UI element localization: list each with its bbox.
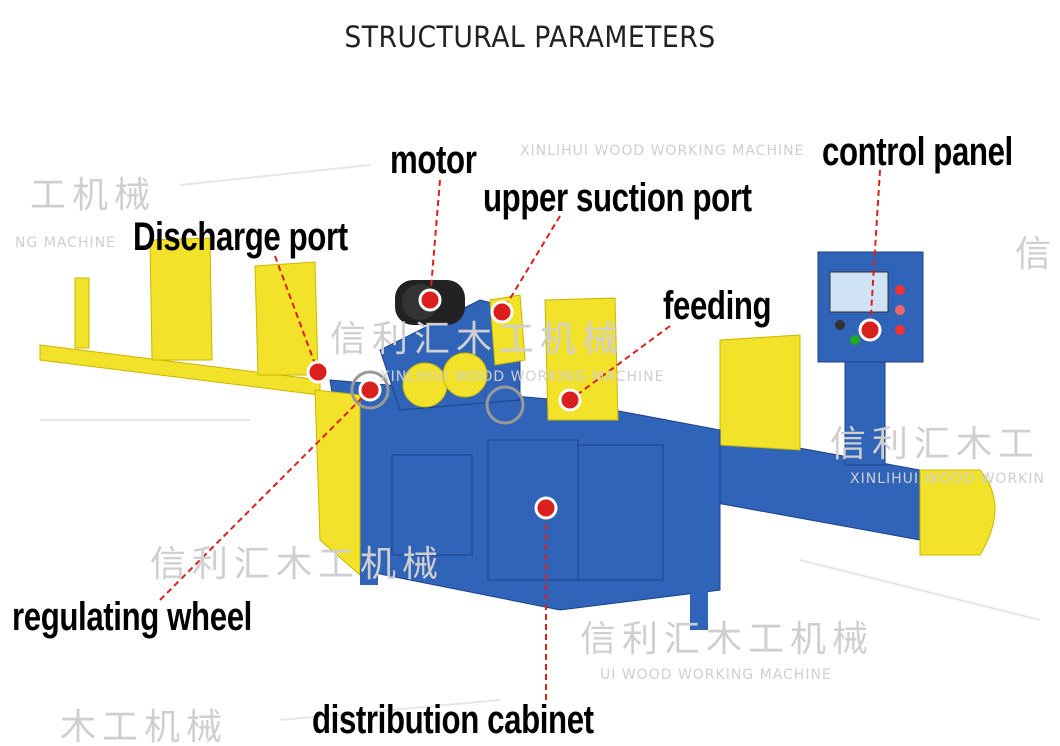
page-title: STRUCTURAL PARAMETERS (344, 20, 716, 54)
label-regulating-wheel: regulating wheel (12, 595, 252, 639)
label-motor: motor (390, 138, 477, 182)
watermark: UI WOOD WORKING MACHINE (600, 667, 832, 683)
marker-regulating-wheel (358, 378, 382, 402)
marker-feeding (558, 388, 582, 412)
label-discharge-port: Discharge port (133, 215, 348, 259)
label-upper-suction-port: upper suction port (483, 176, 752, 220)
watermark: 信利汇木工 (830, 424, 1041, 465)
leader-upper-suction-port (501, 215, 561, 313)
leader-motor (429, 179, 441, 301)
watermark: XINLIHUI WOOD WORKIN (850, 471, 1045, 487)
watermark: 木工机械 (60, 707, 229, 746)
label-control-panel: control panel (822, 130, 1013, 174)
watermark: 信 (1015, 234, 1058, 275)
label-feeding: feeding (663, 284, 772, 328)
label-distribution-cabinet: distribution cabinet (312, 698, 594, 742)
leader-control-panel (869, 169, 881, 331)
watermark: 信利汇木工机械 (150, 544, 445, 585)
marker-distribution-cabinet (534, 496, 558, 520)
marker-discharge-port (306, 360, 330, 384)
marker-control-panel (858, 318, 882, 342)
watermark: 工机械 (30, 175, 157, 216)
watermark: XINLIHUI WOOD WORKING MACHINE (380, 369, 665, 385)
watermark: XINLIHUI WOOD WORKING MACHINE (520, 143, 805, 159)
leader-feeding (569, 325, 671, 401)
marker-motor (418, 288, 442, 312)
watermark: NG MACHINE (15, 235, 116, 251)
watermark: 信利汇木工机械 (330, 319, 625, 360)
marker-upper-suction-port (490, 300, 514, 324)
watermark: 信利汇木工机械 (580, 619, 875, 660)
leader-discharge-port (274, 255, 319, 373)
